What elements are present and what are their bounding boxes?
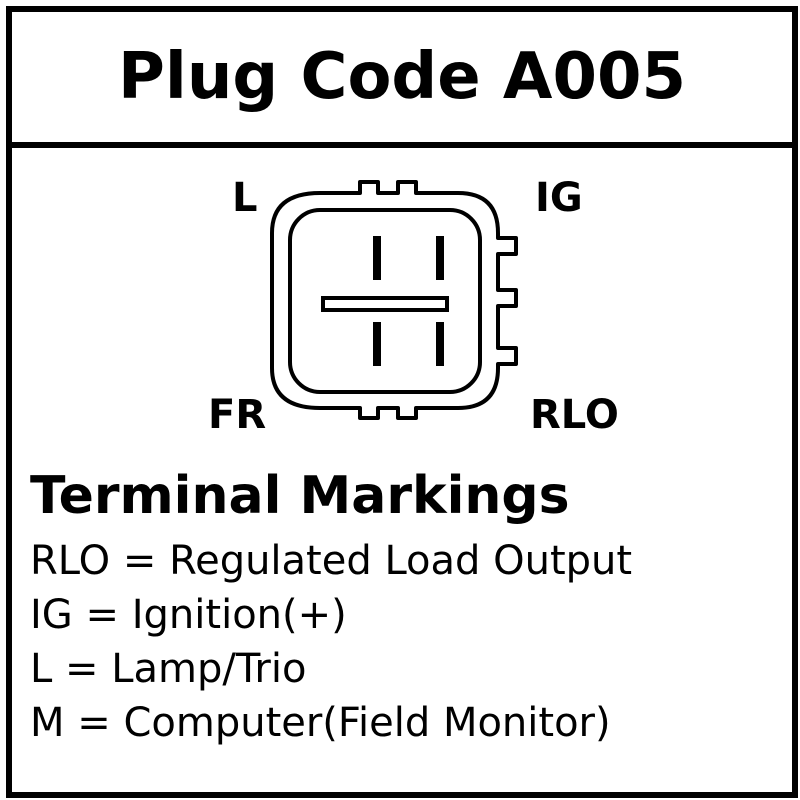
page-title: Plug Code A005 — [117, 40, 687, 114]
pin-label-l: L — [232, 175, 258, 221]
legend-item: RLO = Regulated Load Output — [30, 538, 633, 584]
center-terminal-bar — [321, 296, 449, 312]
connector-inner-face — [288, 208, 482, 394]
terminal-legend: Terminal Markings RLO = Regulated Load O… — [30, 470, 632, 750]
legend-heading: Terminal Markings — [30, 466, 570, 526]
terminal-ig-blade — [436, 236, 444, 280]
title-bar: Plug Code A005 — [12, 12, 792, 148]
terminal-rlo-blade — [436, 322, 444, 366]
diagram-frame: Plug Code A005 — [6, 6, 798, 798]
pin-label-fr: FR — [208, 392, 267, 438]
pin-label-rlo: RLO — [530, 392, 619, 438]
connector-housing-outline — [270, 180, 518, 420]
legend-item: IG = Ignition(+) — [30, 592, 347, 638]
pin-label-ig: IG — [535, 175, 583, 221]
legend-item: L = Lamp/Trio — [30, 646, 307, 692]
legend-item: M = Computer(Field Monitor) — [30, 700, 611, 746]
terminal-fr-blade — [373, 322, 381, 366]
terminal-l-blade — [373, 236, 381, 280]
